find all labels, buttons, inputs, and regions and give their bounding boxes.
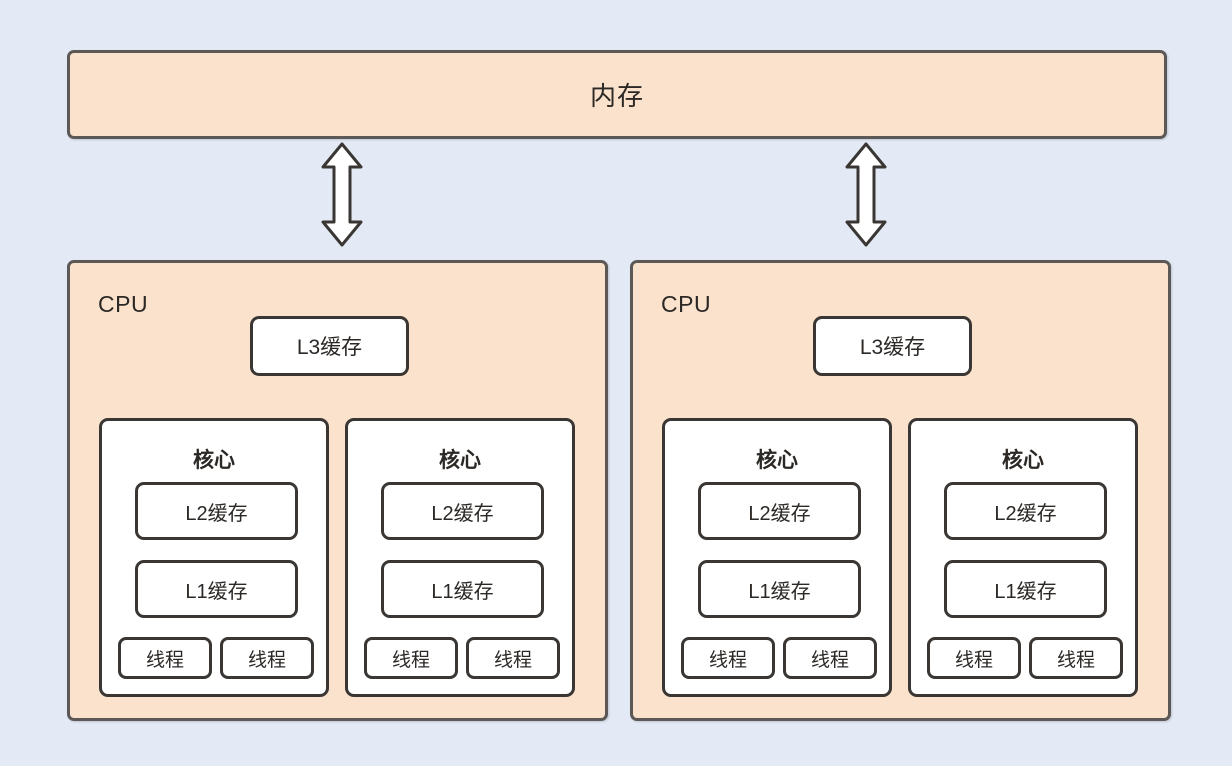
thread-block: 线程 — [364, 637, 458, 679]
thread-block: 线程 — [681, 637, 775, 679]
memory-label: 内存 — [589, 81, 644, 111]
thread-block: 线程 — [118, 637, 212, 679]
core-block: 核心 L2缓存 L1缓存 线程 线程 — [345, 418, 575, 697]
l2-cache-block: L2缓存 — [135, 482, 298, 540]
l1-cache-label: L1缓存 — [431, 580, 494, 603]
thread-label: 线程 — [391, 649, 430, 671]
thread-label: 线程 — [708, 649, 747, 671]
core-title: 核心 — [193, 449, 235, 472]
thread-label: 线程 — [247, 649, 286, 671]
core-block: 核心 L2缓存 L1缓存 线程 线程 — [662, 418, 892, 697]
core-title: 核心 — [439, 449, 481, 472]
thread-block: 线程 — [220, 637, 314, 679]
thread-block: 线程 — [783, 637, 877, 679]
l2-cache-label: L2缓存 — [431, 502, 494, 525]
l1-cache-label: L1缓存 — [185, 580, 248, 603]
l2-cache-block: L2缓存 — [944, 482, 1107, 540]
l1-cache-block: L1缓存 — [944, 560, 1107, 618]
l3-cache-label: L3缓存 — [296, 336, 363, 359]
l2-cache-block: L2缓存 — [381, 482, 544, 540]
thread-label: 线程 — [145, 649, 184, 671]
thread-block: 线程 — [927, 637, 1021, 679]
thread-label: 线程 — [1056, 649, 1095, 671]
l1-cache-label: L1缓存 — [748, 580, 811, 603]
thread-label: 线程 — [810, 649, 849, 671]
double-headed-vertical-arrow-icon — [844, 142, 888, 247]
thread-block: 线程 — [466, 637, 560, 679]
l3-cache-label: L3缓存 — [859, 336, 926, 359]
core-block: 核心 L2缓存 L1缓存 线程 线程 — [99, 418, 329, 697]
thread-label: 线程 — [954, 649, 993, 671]
core-title: 核心 — [756, 449, 798, 472]
l2-cache-label: L2缓存 — [748, 502, 811, 525]
cpu-package-1: CPU L3缓存 核心 L2缓存 L1缓存 线程 线程 核心 L2缓存 — [630, 260, 1171, 721]
cpu-package-0: CPU L3缓存 核心 L2缓存 L1缓存 线程 线程 核心 L2缓存 — [67, 260, 608, 721]
l1-cache-block: L1缓存 — [135, 560, 298, 618]
cpu-label: CPU — [98, 291, 149, 317]
core-title: 核心 — [1002, 449, 1044, 472]
l2-cache-label: L2缓存 — [994, 502, 1057, 525]
cpu-label: CPU — [661, 291, 712, 317]
l2-cache-block: L2缓存 — [698, 482, 861, 540]
core-block: 核心 L2缓存 L1缓存 线程 线程 — [908, 418, 1138, 697]
l3-cache-block: L3缓存 — [813, 316, 972, 376]
l1-cache-block: L1缓存 — [381, 560, 544, 618]
memory-block: 内存 — [67, 50, 1167, 139]
double-headed-vertical-arrow-icon — [320, 142, 364, 247]
l1-cache-block: L1缓存 — [698, 560, 861, 618]
thread-block: 线程 — [1029, 637, 1123, 679]
l2-cache-label: L2缓存 — [185, 502, 248, 525]
thread-label: 线程 — [493, 649, 532, 671]
l3-cache-block: L3缓存 — [250, 316, 409, 376]
l1-cache-label: L1缓存 — [994, 580, 1057, 603]
